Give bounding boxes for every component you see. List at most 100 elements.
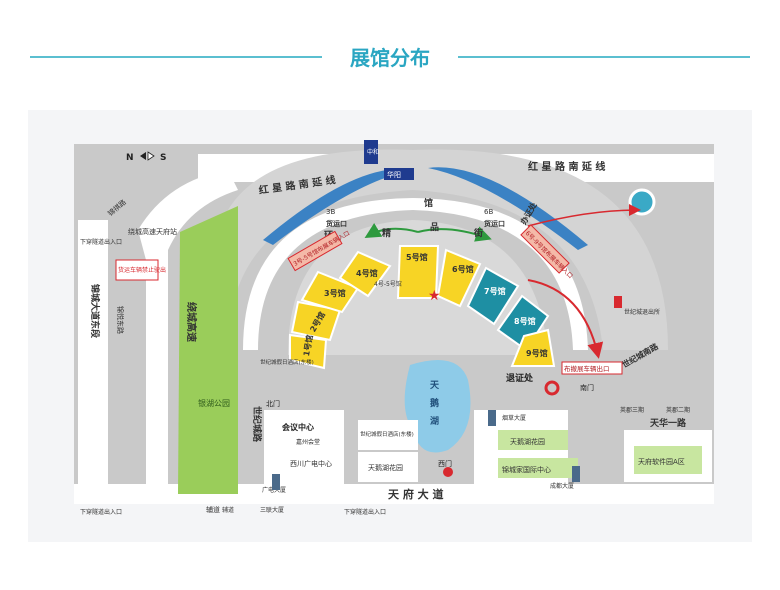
building-icon (272, 474, 280, 490)
compass: N S (126, 151, 166, 163)
label-xinbu-w: 英郡二期 (666, 406, 690, 414)
huayang-badge (384, 168, 414, 180)
tuizheng-marker (544, 380, 560, 396)
road-jincheng: 锦城大道东段 (89, 284, 101, 339)
entry-left-box (287, 230, 343, 272)
label-tiane-lake-garden: 天鹅湖花园 (510, 437, 545, 446)
chengdu-intl-block (498, 458, 578, 478)
label-xichuan: 西川广电中心 (290, 459, 332, 468)
exit-arrow (527, 279, 604, 359)
label-entry-4b: 4号-5号馆 (374, 280, 402, 288)
label-shiji-exit: 世纪城退出所 (624, 308, 660, 316)
hall-label-9: 9号馆 (526, 348, 548, 358)
compass-south: S (160, 153, 166, 163)
hall-7[interactable] (466, 266, 520, 326)
exit-bubu-box (561, 361, 623, 375)
tiane-lake-garden (498, 430, 568, 450)
hall-label-6: 6号馆 (452, 264, 474, 274)
lake-label-2: 湖 (430, 415, 439, 427)
page-title: 展馆分布 (350, 46, 430, 70)
road-tianfu: 天 府 大 道 (388, 487, 444, 501)
label-exit-bubu: 布撤展车辆出口 (564, 364, 610, 373)
jincheng-road (78, 220, 108, 502)
label-tuizheng: 退证处 (506, 372, 534, 384)
road-zhongyang: 中和 (367, 148, 379, 156)
road-jinyuedong: 锦悦东路 (116, 306, 125, 334)
label-sanlian: 三联大厦 (260, 506, 284, 514)
huoyun-jinzhi-box (115, 259, 159, 281)
header: 展馆分布 (0, 0, 780, 110)
label-nanmen: 南门 (580, 383, 594, 392)
label-6b: 6B (484, 208, 493, 216)
road-raocheng: 绕城高速 (185, 302, 198, 342)
water-arc-right (428, 167, 588, 250)
road-guan: 馆 (424, 197, 433, 209)
label-jingri: 世纪城假日酒店(东楼) (260, 358, 314, 366)
label-huoyun-left: 货运口 (325, 219, 347, 228)
halls (289, 245, 556, 370)
software-park-green (634, 446, 702, 474)
entry-right-box (520, 224, 570, 274)
hall-label-8: 8号馆 (514, 316, 536, 326)
ximen-marker (443, 467, 453, 477)
label-huoyun-jinzhi: 货运车辆禁止驶出 (118, 266, 166, 274)
label-huiyi: 会议中心 (282, 422, 314, 432)
header-line-right (458, 56, 750, 58)
zhongyang-badge (364, 140, 378, 164)
label-ximen: 西门 (438, 459, 452, 468)
hall-1[interactable] (289, 333, 328, 370)
road-jingpin-1: 品 (430, 222, 439, 233)
green-arrow-right (417, 226, 492, 242)
building-icon (572, 466, 580, 482)
hall-label-1: 1号馆 (301, 334, 315, 357)
tiane-lake (404, 360, 471, 453)
lake-label-0: 天 (430, 380, 440, 391)
label-yanhuo: 烟草大厦 (502, 414, 526, 422)
hall-label-5: 5号馆 (406, 252, 428, 262)
road-tianhua: 天华一路 (650, 417, 687, 429)
huiyi-block (264, 410, 344, 484)
jingri-block (358, 420, 418, 450)
tiane-garden-block (358, 452, 418, 482)
police-icon (614, 296, 622, 308)
label-tianfu-soft: 天府软件园A区 (638, 457, 685, 466)
label-raocheng-station: 绕城高速天府站 (128, 227, 177, 236)
lake-label-1: 鹅 (430, 397, 439, 409)
label-bottom-fudao: 辅道 (222, 506, 234, 514)
label-tiane-garden: 天鹅湖花园 (368, 463, 403, 472)
compass-north: N (126, 153, 134, 163)
label-chengda-tower: 成都大厦 (550, 482, 574, 490)
header-line-left (30, 56, 322, 58)
label-xiachuan-left: 下穿隧道出入口 (80, 238, 122, 246)
road-fudao: 辅道 (206, 505, 220, 514)
hall-5[interactable] (396, 245, 440, 299)
label-huoyun-right: 货运口 (483, 219, 505, 228)
green-arrow-left (364, 222, 419, 239)
road-huayang: 华阳 (387, 170, 401, 179)
hall-9[interactable] (510, 328, 556, 367)
road-shijicheng: 世纪城路 (251, 406, 263, 443)
hall-4[interactable] (338, 250, 392, 298)
water-arc-left (263, 168, 413, 245)
map-panel: 1号馆 2号馆 3号馆 4号馆 5号馆 6号馆 7号馆 8号馆 9号馆 ★ 银湖… (28, 110, 752, 542)
yinhu-label: 银湖公园 (198, 398, 230, 408)
hall-label-3: 3号馆 (324, 288, 346, 298)
yinhu-park (178, 206, 238, 494)
road-hongxing-2: 红 星 路 南 延 线 (528, 160, 605, 173)
hall-3[interactable] (300, 270, 360, 314)
label-huiyi-sub: 嘉州会堂 (296, 438, 320, 446)
label-shiji-jingri: 世纪城假日酒店(东楼) (360, 430, 414, 438)
label-chengdu-intl: 锦城家国际中心 (502, 465, 551, 474)
raocheng-highway (138, 170, 238, 490)
label-xinbu-e: 英郡三期 (620, 406, 644, 414)
label-xiachuan-bottom-left: 下穿隧道出入口 (80, 508, 122, 516)
label-3b: 3B (326, 208, 335, 216)
star-icon: ★ (428, 288, 441, 304)
hall-6[interactable] (436, 248, 482, 308)
hall-label-7: 7号馆 (484, 286, 506, 296)
label-xiachuan-bottom-mid: 下穿隧道出入口 (344, 508, 386, 516)
fountain-arrow (527, 204, 641, 227)
venue-map: 1号馆 2号馆 3号馆 4号馆 5号馆 6号馆 7号馆 8号馆 9号馆 ★ 银湖… (74, 140, 714, 516)
building-icon (488, 410, 496, 426)
label-beimen: 北门 (266, 399, 280, 408)
